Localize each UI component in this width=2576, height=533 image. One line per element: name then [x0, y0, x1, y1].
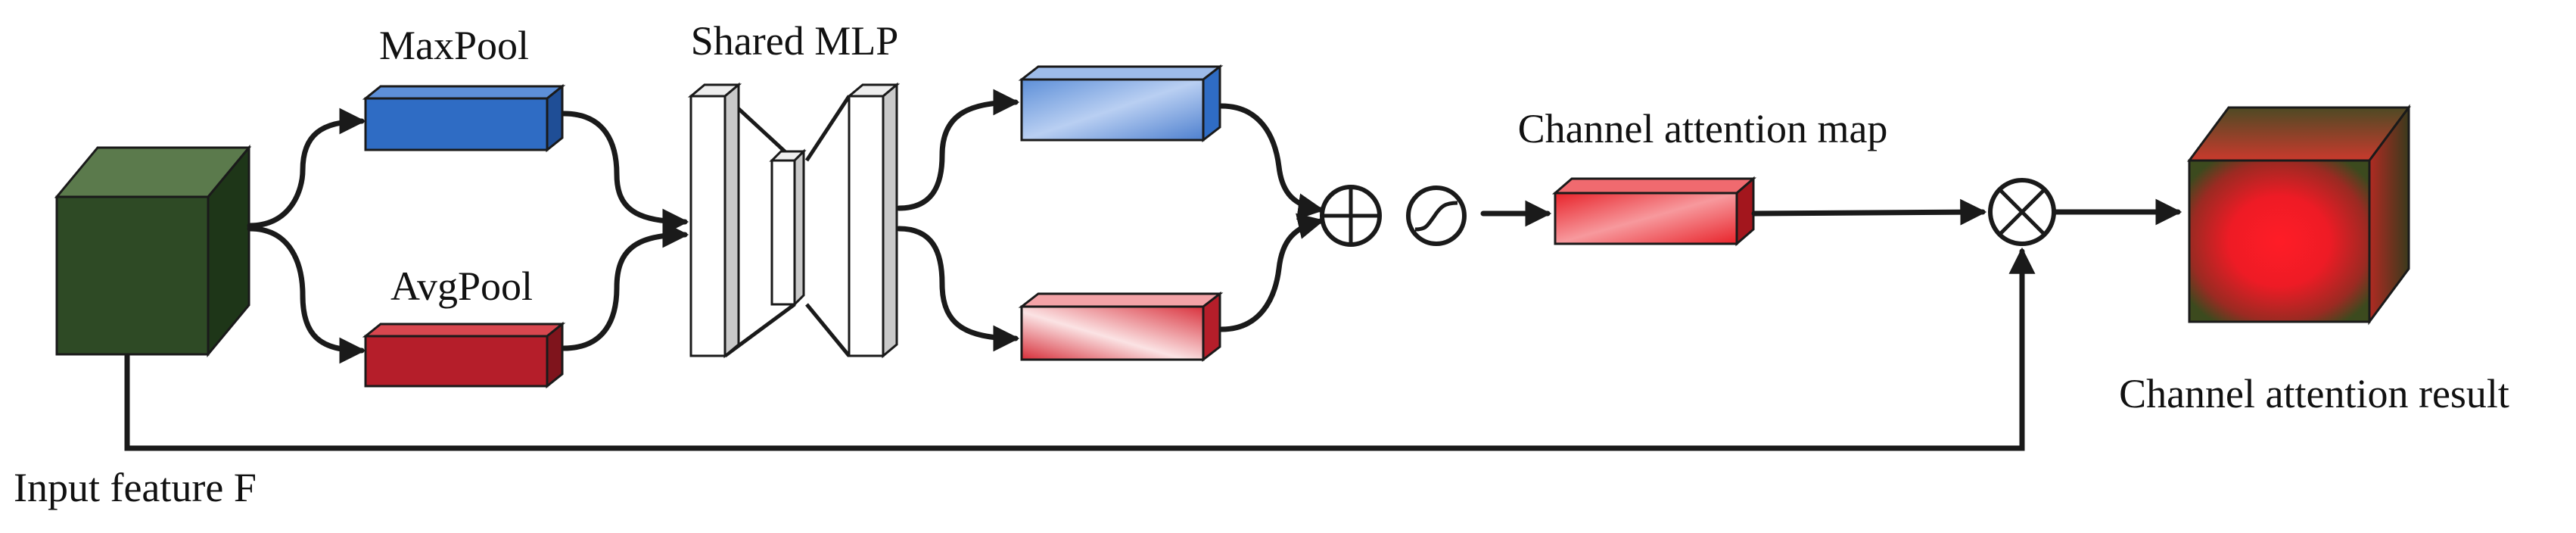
edge-mlp-to-red-output	[896, 226, 1020, 352]
avgpool-block	[362, 321, 566, 389]
channel-attention-result-label: Channel attention result	[2119, 371, 2509, 416]
channel-attention-result-cube	[2187, 104, 2411, 326]
channel-attention-map-label: Channel attention map	[1518, 106, 1888, 151]
mlp-output-red	[1018, 291, 1224, 363]
maxpool-block	[362, 83, 566, 153]
edge-mlp-to-blue-output	[896, 89, 1020, 211]
edge-input-to-avgpool	[247, 226, 366, 364]
channel-attention-map-block	[1551, 176, 1757, 247]
edge-attention-map-to-multiply	[1751, 198, 1987, 226]
avgpool-label: AvgPool	[390, 263, 533, 309]
mlp-hidden-layer	[769, 148, 807, 307]
mlp-output-layer	[845, 82, 901, 359]
elementwise-multiply-icon	[1988, 178, 2056, 246]
mlp-output-blue	[1018, 64, 1224, 143]
maxpool-label: MaxPool	[379, 23, 529, 68]
avgpool-front	[364, 335, 549, 388]
elementwise-sum-icon	[1320, 185, 1382, 247]
input-feature-label: Input feature F	[14, 465, 257, 510]
edge-input-to-maxpool	[247, 108, 366, 229]
maxpool-top	[362, 85, 566, 100]
avgpool-side	[546, 321, 564, 389]
edge-red-output-to-sum	[1218, 213, 1325, 332]
mlp-input-layer	[687, 82, 742, 359]
edge-blue-output-to-sum	[1218, 103, 1325, 220]
sigmoid-icon	[1406, 185, 1467, 246]
edge-input-skip-connection	[124, 247, 2036, 451]
input-cube-front	[55, 195, 210, 356]
edge-maxpool-to-mlp	[561, 111, 689, 235]
shared-mlp	[687, 82, 901, 359]
result-cube-front	[2188, 159, 2371, 323]
shared-mlp-label: Shared MLP	[691, 18, 898, 64]
avgpool-top	[362, 323, 566, 338]
maxpool-side	[546, 83, 564, 153]
edge-avgpool-to-mlp	[561, 221, 689, 351]
maxpool-front	[364, 97, 549, 151]
input-feature-cube	[54, 144, 252, 358]
